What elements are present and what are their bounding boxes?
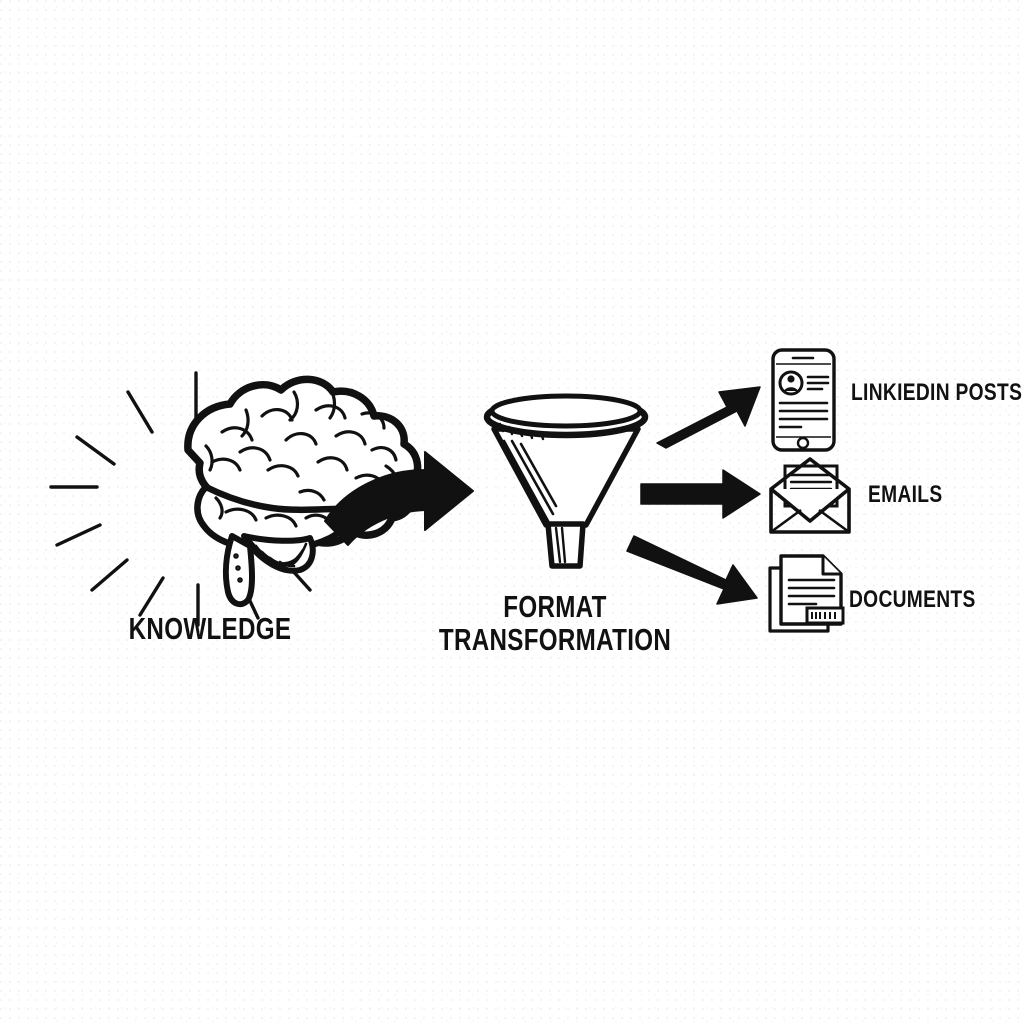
- avatar-icon: [778, 370, 804, 396]
- funnel-icon: [483, 393, 649, 569]
- label-knowledge: KNOWLEDGE: [128, 611, 292, 646]
- label-emails: EMAILS: [868, 481, 943, 508]
- label-format-line1: FORMAT: [503, 589, 607, 624]
- label-format-line2: TRANSFORMATION: [438, 622, 672, 658]
- documents-icon: [768, 554, 845, 633]
- label-linkiedin-posts: LINKIEDIN POSTS: [851, 379, 1023, 406]
- envelope-icon: [769, 457, 851, 534]
- label-documents: DOCUMENTS: [849, 586, 976, 613]
- arrow-down-right: [626, 535, 758, 605]
- smartphone-icon: [771, 348, 836, 452]
- curved-arrow: [324, 451, 474, 546]
- arrow-up-right: [656, 386, 761, 449]
- output-arrows: [626, 386, 761, 605]
- arrow-right: [640, 469, 761, 519]
